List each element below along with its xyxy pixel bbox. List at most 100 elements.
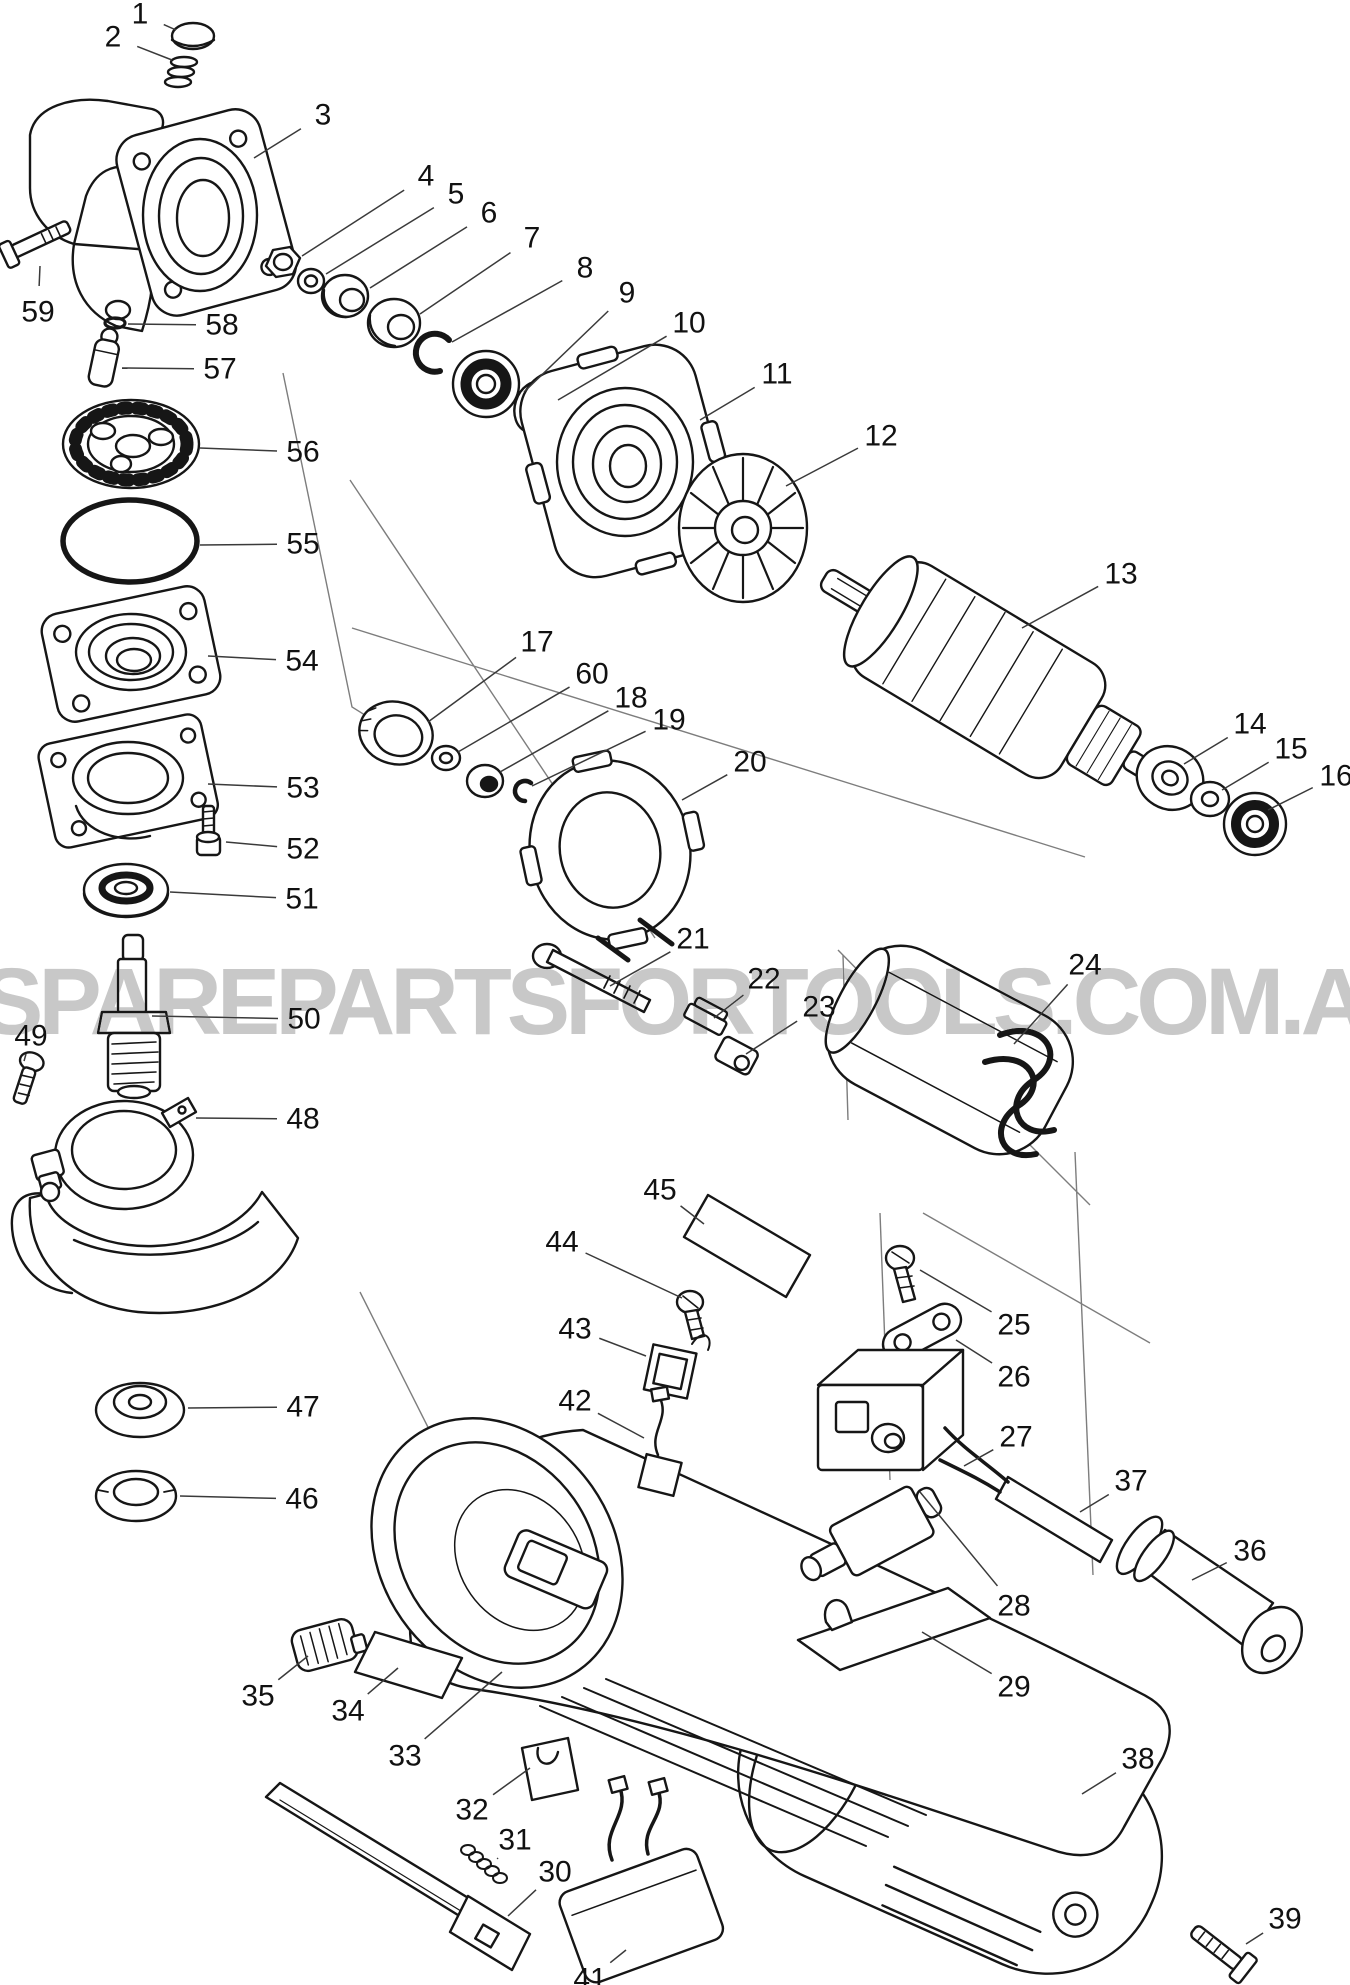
part-47-inner-flange bbox=[94, 1381, 186, 1439]
svg-text:18: 18 bbox=[614, 682, 647, 715]
part-8-circlip bbox=[412, 330, 452, 375]
part-label-16: 16 bbox=[1267, 760, 1350, 811]
svg-text:5: 5 bbox=[448, 178, 465, 211]
part-label-54: 54 bbox=[207, 645, 319, 678]
svg-text:57: 57 bbox=[203, 353, 236, 386]
svg-text:43: 43 bbox=[558, 1313, 591, 1346]
part-11-bearing-box bbox=[519, 343, 732, 579]
part-6-pinion bbox=[320, 273, 370, 319]
part-52-screw bbox=[195, 804, 222, 857]
part-54-bearing-retainer bbox=[40, 585, 222, 723]
part-label-24: 24 bbox=[1013, 949, 1102, 1045]
svg-text:58: 58 bbox=[205, 309, 238, 342]
part-label-21: 21 bbox=[609, 923, 710, 987]
part-label-12: 12 bbox=[785, 420, 898, 487]
svg-text:8: 8 bbox=[577, 252, 594, 285]
part-31-spring bbox=[460, 1844, 508, 1884]
part-label-33: 33 bbox=[388, 1671, 503, 1773]
part-23-cord-clamp bbox=[714, 1035, 759, 1076]
svg-text:26: 26 bbox=[997, 1361, 1030, 1394]
svg-text:51: 51 bbox=[285, 883, 318, 916]
part-56-clutch-cam bbox=[61, 398, 201, 490]
part-label-38: 38 bbox=[1081, 1743, 1155, 1795]
part-label-52: 52 bbox=[225, 833, 320, 866]
part-60-washer bbox=[430, 744, 462, 772]
part-label-31: 31 bbox=[496, 1824, 532, 1860]
part-label-48: 48 bbox=[195, 1103, 320, 1136]
svg-text:19: 19 bbox=[652, 704, 685, 737]
part-15-washer bbox=[1189, 780, 1231, 818]
svg-text:15: 15 bbox=[1274, 733, 1307, 766]
part-32-contact-bracket bbox=[520, 1736, 580, 1802]
svg-text:59: 59 bbox=[21, 296, 54, 329]
part-50-spindle bbox=[96, 933, 172, 1100]
part-label-36: 36 bbox=[1191, 1535, 1267, 1581]
part-label-19: 19 bbox=[531, 704, 686, 787]
svg-text:33: 33 bbox=[388, 1740, 421, 1773]
part-label-59: 59 bbox=[21, 265, 55, 329]
part-30-slide-bar bbox=[264, 1781, 532, 1972]
svg-text:45: 45 bbox=[643, 1174, 676, 1207]
part-label-58: 58 bbox=[127, 309, 239, 342]
part-label-46: 46 bbox=[179, 1483, 319, 1516]
part-label-29: 29 bbox=[921, 1631, 1031, 1704]
part-label-32: 32 bbox=[455, 1767, 531, 1827]
part-34-label-sticker bbox=[353, 1630, 464, 1700]
part-48-wheel-guard bbox=[10, 1096, 300, 1315]
svg-text:14: 14 bbox=[1233, 708, 1266, 741]
part-4-hex-nut bbox=[264, 245, 302, 279]
part-label-30: 30 bbox=[507, 1856, 572, 1917]
svg-text:13: 13 bbox=[1104, 558, 1137, 591]
part-29-lever-plate bbox=[796, 1586, 992, 1672]
part-3-gear-housing bbox=[28, 98, 298, 333]
part-label-25: 25 bbox=[919, 1269, 1031, 1342]
part-label-15: 15 bbox=[1221, 733, 1308, 791]
part-label-53: 53 bbox=[207, 772, 320, 805]
part-19-circlip bbox=[512, 778, 534, 804]
part-53-bearing-box-cover bbox=[37, 713, 220, 849]
svg-text:55: 55 bbox=[286, 528, 319, 561]
svg-text:35: 35 bbox=[241, 1680, 274, 1713]
part-label-51: 51 bbox=[169, 883, 319, 916]
part-41-controller bbox=[558, 1774, 725, 1984]
svg-text:2: 2 bbox=[105, 21, 122, 54]
svg-text:38: 38 bbox=[1121, 1743, 1154, 1776]
part-label-17: 17 bbox=[427, 626, 554, 723]
part-24-field-stator bbox=[824, 944, 1075, 1159]
svg-text:39: 39 bbox=[1268, 1903, 1301, 1936]
svg-text:4: 4 bbox=[418, 160, 435, 193]
part-22-clip bbox=[683, 996, 729, 1036]
part-label-55: 55 bbox=[199, 528, 320, 561]
svg-text:29: 29 bbox=[997, 1671, 1030, 1704]
part-17-labyrinth-ring bbox=[358, 700, 434, 766]
svg-text:41: 41 bbox=[573, 1963, 606, 1985]
part-46-lock-nut bbox=[94, 1469, 178, 1523]
part-25-screw bbox=[884, 1244, 917, 1304]
part-label-13: 13 bbox=[1021, 558, 1138, 629]
part-27-switch-block bbox=[816, 1348, 965, 1472]
svg-text:23: 23 bbox=[802, 991, 835, 1024]
part-label-44: 44 bbox=[545, 1226, 683, 1299]
part-label-4: 4 bbox=[301, 160, 435, 257]
part-57-pin bbox=[87, 327, 121, 388]
part-49-screw bbox=[12, 1051, 45, 1105]
svg-text:44: 44 bbox=[545, 1226, 578, 1259]
part-36-side-handle bbox=[1115, 1515, 1304, 1675]
part-label-43: 43 bbox=[558, 1313, 647, 1357]
part-label-26: 26 bbox=[955, 1339, 1031, 1394]
part-label-56: 56 bbox=[199, 436, 320, 469]
part-label-34: 34 bbox=[331, 1667, 399, 1728]
svg-text:20: 20 bbox=[733, 746, 766, 779]
svg-text:21: 21 bbox=[676, 923, 709, 956]
svg-text:10: 10 bbox=[672, 307, 705, 340]
svg-text:22: 22 bbox=[747, 963, 780, 996]
part-label-14: 14 bbox=[1183, 708, 1267, 765]
part-2-spring-washers bbox=[163, 55, 199, 89]
svg-text:25: 25 bbox=[997, 1309, 1030, 1342]
part-59-bolt bbox=[0, 220, 72, 269]
svg-text:60: 60 bbox=[575, 658, 608, 691]
part-label-9: 9 bbox=[523, 277, 635, 393]
part-label-60: 60 bbox=[457, 658, 609, 753]
